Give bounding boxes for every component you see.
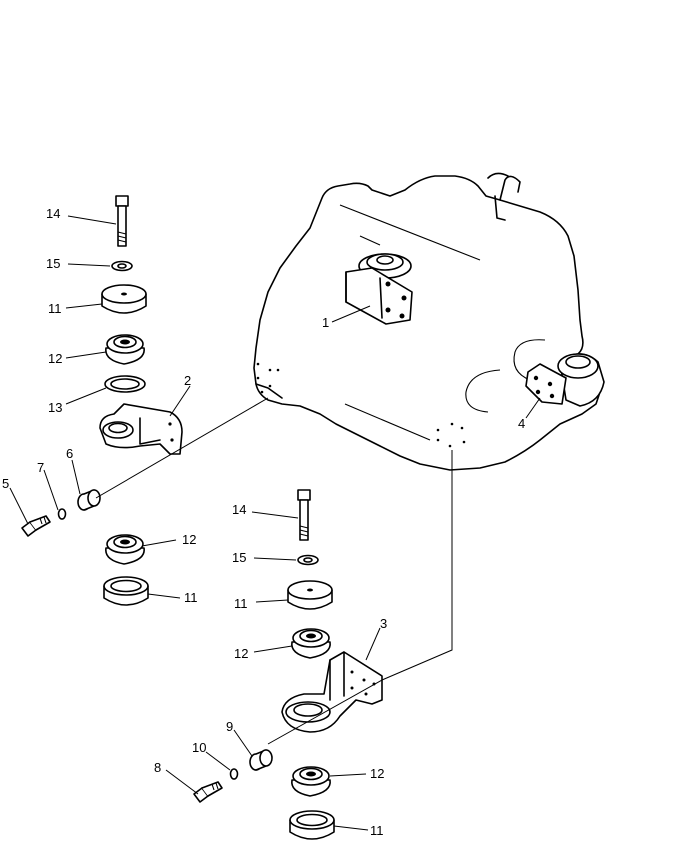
callout-15-lower: 15 — [232, 550, 246, 565]
bolt-holes-bottom — [436, 422, 466, 448]
bracket-3 — [281, 651, 383, 733]
callout-15-upper: 15 — [46, 256, 60, 271]
cushion-12-lower-left — [105, 534, 145, 565]
callout-9: 9 — [226, 719, 233, 734]
bolt-14-upper — [115, 195, 129, 247]
cushion-12-upper-right — [291, 628, 331, 659]
bolt-8 — [193, 781, 223, 803]
cushion-11-lower-left — [103, 576, 149, 606]
front-mount-bracket-1 — [345, 253, 413, 325]
bolt-holes-left — [256, 362, 280, 394]
callout-7: 7 — [37, 460, 44, 475]
washer-15-lower — [297, 554, 319, 566]
lockwasher-7 — [57, 508, 67, 520]
lockwasher-10 — [229, 768, 239, 780]
bracket-2 — [99, 403, 183, 455]
cushion-11-upper-left — [101, 284, 147, 314]
washer-15-upper — [111, 260, 133, 272]
callout-3: 3 — [380, 616, 387, 631]
callout-11-lower-right: 11 — [370, 823, 384, 838]
callout-2: 2 — [184, 373, 191, 388]
side-mount-bracket-4 — [525, 353, 605, 407]
washer-13 — [104, 375, 146, 393]
callout-5: 5 — [2, 476, 9, 491]
callout-12-lower-left: 12 — [182, 532, 196, 547]
callout-10: 10 — [192, 740, 206, 755]
spacer-6 — [77, 489, 101, 511]
leader-lines — [9, 215, 541, 831]
callout-11-upper-right: 11 — [234, 596, 248, 611]
cushion-12-upper-left — [105, 334, 145, 365]
callout-12-upper-left: 12 — [48, 351, 62, 366]
bolt-5 — [21, 515, 51, 537]
cushion-12-lower-right — [291, 766, 331, 797]
callout-labels: 1 2 3 4 5 6 7 8 9 10 11 11 11 11 12 12 1… — [2, 206, 525, 838]
cushion-11-upper-right — [287, 580, 333, 610]
callout-14-upper: 14 — [46, 206, 60, 221]
callout-6: 6 — [66, 446, 73, 461]
cushion-11-lower-right — [289, 810, 335, 840]
spacer-9 — [249, 749, 273, 771]
callout-11-lower-left: 11 — [184, 590, 198, 605]
callout-11-upper-left: 11 — [48, 301, 62, 316]
callout-4: 4 — [518, 416, 525, 431]
callout-13: 13 — [48, 400, 62, 415]
bolt-14-lower — [297, 489, 311, 541]
callout-12-upper-right: 12 — [234, 646, 248, 661]
callout-12-lower-right: 12 — [370, 766, 384, 781]
assembly-lines — [95, 397, 453, 745]
callout-1: 1 — [322, 315, 329, 330]
callout-14-lower: 14 — [232, 502, 246, 517]
engine-block — [253, 172, 601, 471]
callout-8: 8 — [154, 760, 161, 775]
